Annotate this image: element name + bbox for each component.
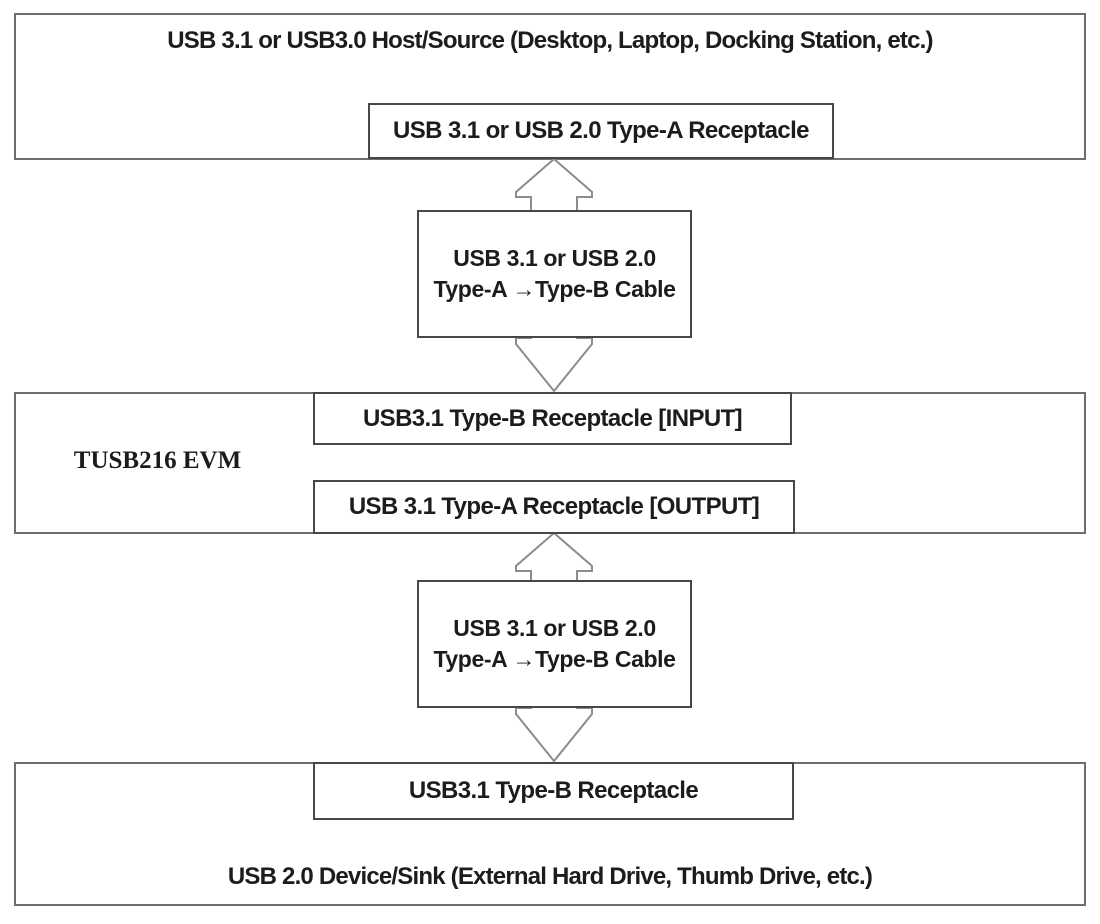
host-receptacle-box: USB 3.1 or USB 2.0 Type-A Receptacle bbox=[368, 103, 834, 159]
evm-input-receptacle-box: USB3.1 Type-B Receptacle [INPUT] bbox=[313, 392, 792, 445]
device-title: USB 2.0 Device/Sink (External Hard Drive… bbox=[227, 863, 873, 890]
device-receptacle-label: USB3.1 Type-B Receptacle bbox=[408, 777, 699, 804]
host-title: USB 3.1 or USB3.0 Host/Source (Desktop, … bbox=[167, 27, 933, 54]
evm-label: TUSB216 EVM bbox=[73, 447, 242, 474]
cable-bottom-line1: USB 3.1 or USB 2.0 bbox=[453, 615, 656, 641]
cable-box-bottom: USB 3.1 or USB 2.0 Type-A →Type-B Cable bbox=[417, 580, 692, 708]
cable-top-line1: USB 3.1 or USB 2.0 bbox=[453, 245, 656, 271]
evm-output-receptacle-label: USB 3.1 Type-A Receptacle [OUTPUT] bbox=[348, 493, 760, 520]
cable-box-top: USB 3.1 or USB 2.0 Type-A →Type-B Cable bbox=[417, 210, 692, 338]
cable-top-line2: Type-A →Type-B Cable bbox=[433, 276, 676, 302]
host-receptacle-label: USB 3.1 or USB 2.0 Type-A Receptacle bbox=[393, 117, 809, 144]
evm-output-receptacle-box: USB 3.1 Type-A Receptacle [OUTPUT] bbox=[313, 480, 795, 534]
cable-bottom-line2: Type-A →Type-B Cable bbox=[433, 646, 676, 672]
evm-input-receptacle-label: USB3.1 Type-B Receptacle [INPUT] bbox=[362, 404, 743, 432]
device-receptacle-box: USB3.1 Type-B Receptacle bbox=[313, 762, 794, 820]
